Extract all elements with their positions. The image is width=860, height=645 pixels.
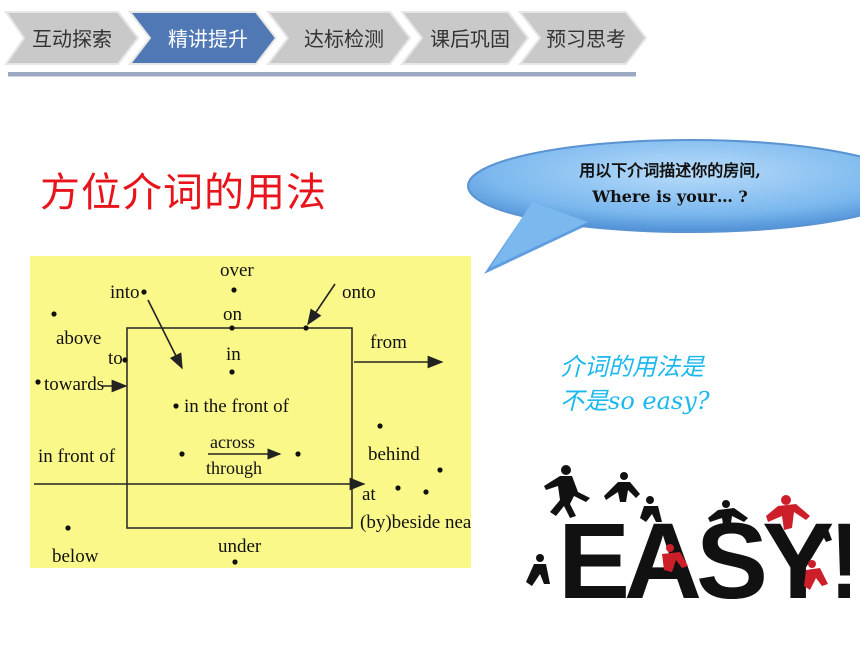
bubble-line-2: Where is your… ? <box>592 187 748 206</box>
tab-hudong[interactable]: 互动探索 <box>4 11 140 65</box>
tab-kehou[interactable]: 课后巩固 <box>399 11 530 65</box>
label-into: into <box>110 282 140 303</box>
nav-underline <box>8 72 636 76</box>
tab-dabiao[interactable]: 达标检测 <box>265 11 412 65</box>
tab-jingjiang[interactable]: 精讲提升 <box>127 11 278 65</box>
tab-dabiao-label: 达标检测 <box>304 27 384 51</box>
label-towards: towards <box>44 374 104 395</box>
label-below: below <box>52 546 99 567</box>
label-in-front-of: in front of <box>38 446 116 467</box>
bubble-text: 用以下介词描述你的房间, Where is your… ? <box>500 158 840 210</box>
easy-logo: EASY! <box>526 465 850 610</box>
label-across: across <box>210 432 255 452</box>
page-title: 方位介词的用法 <box>40 170 327 216</box>
tab-yuxi[interactable]: 预习思考 <box>517 11 648 65</box>
label-from: from <box>370 332 407 353</box>
bubble-line-1: 用以下介词描述你的房间, <box>579 161 761 180</box>
tab-kehou-label: 课后巩固 <box>430 27 510 51</box>
label-over: over <box>220 260 254 281</box>
label-onto: onto <box>342 282 376 303</box>
label-beside-near: (by)beside near <box>360 512 471 533</box>
side-question-line2-cn: 不是 <box>560 387 608 415</box>
prepositions-diagram: over into onto on above to in from towar… <box>30 256 471 568</box>
label-to: to <box>108 348 123 369</box>
label-at: at <box>362 484 376 505</box>
side-question-line2: 不是so easy? <box>560 384 710 418</box>
label-above: above <box>56 328 101 349</box>
label-through: through <box>206 458 262 478</box>
nav-chevrons: 互动探索 精讲提升 达标检测 课后巩固 预习思考 <box>4 11 648 65</box>
nav-underline-light <box>8 76 636 77</box>
label-in-the-front-of: in the front of <box>184 396 290 417</box>
top-navigation: 互动探索 精讲提升 达标检测 课后巩固 预习思考 <box>0 0 860 80</box>
easy-logo-text: EASY! <box>558 500 850 610</box>
label-on: on <box>223 304 243 325</box>
label-in: in <box>226 344 241 365</box>
red-figures-icon <box>662 495 828 590</box>
room-box <box>126 327 353 529</box>
label-under: under <box>218 536 262 557</box>
tab-jingjiang-label: 精讲提升 <box>168 27 248 51</box>
speech-bubble <box>467 139 860 274</box>
side-question: 介词的用法是 不是so easy? <box>560 350 710 418</box>
side-question-line1: 介词的用法是 <box>560 353 704 381</box>
prepositions-svg: over into onto on above to in from towar… <box>34 260 471 567</box>
tab-hudong-label: 互动探索 <box>32 27 112 51</box>
dancer-figures-icon <box>526 465 832 586</box>
side-question-line2-en: so easy? <box>608 387 710 415</box>
label-behind: behind <box>368 444 420 465</box>
tab-yuxi-label: 预习思考 <box>546 27 626 51</box>
